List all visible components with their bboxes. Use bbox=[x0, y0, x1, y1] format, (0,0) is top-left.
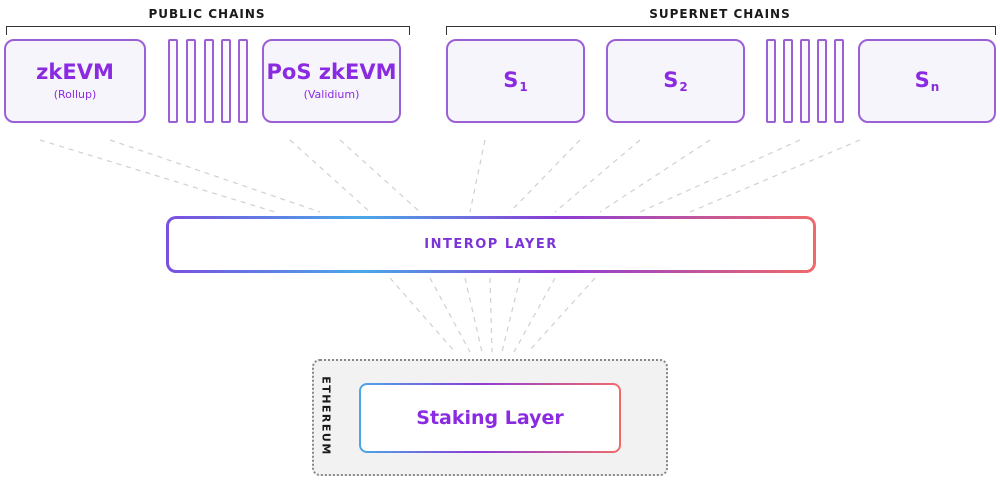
interop-layer-label: INTEROP LAYER bbox=[424, 237, 558, 252]
staking-layer-label: Staking Layer bbox=[416, 407, 564, 429]
connector-line bbox=[599, 139, 711, 213]
chain-bar bbox=[186, 39, 196, 123]
supernet-s2-box: S2 bbox=[606, 39, 745, 123]
supernet-chains-bracket bbox=[446, 26, 996, 35]
supernet-chains-title: SUPERNET CHAINS bbox=[649, 7, 791, 21]
chain-subtitle: (Rollup) bbox=[53, 87, 97, 101]
chain-bar bbox=[817, 39, 827, 123]
ethereum-label: ETHEREUM bbox=[319, 376, 333, 456]
connector-line bbox=[469, 139, 486, 213]
chain-bar bbox=[834, 39, 844, 123]
supernet-sn-box: Sn bbox=[858, 39, 996, 123]
chain-bar bbox=[783, 39, 793, 123]
staking-layer-box: Staking Layer bbox=[359, 383, 621, 453]
chain-bar bbox=[168, 39, 178, 123]
connector-line bbox=[339, 139, 421, 213]
connector-line bbox=[489, 277, 493, 353]
connector-line bbox=[501, 277, 521, 353]
connector-line bbox=[429, 277, 471, 353]
chain-bar bbox=[800, 39, 810, 123]
connector-line bbox=[289, 139, 371, 213]
supernet-s1-box: S1 bbox=[446, 39, 585, 123]
connector-line bbox=[554, 139, 641, 213]
public-chains-bracket bbox=[6, 26, 410, 35]
public-chains-title: PUBLIC CHAINS bbox=[148, 7, 266, 21]
chain-bar bbox=[204, 39, 214, 123]
chain-bar bbox=[238, 39, 248, 123]
connector-line bbox=[109, 139, 321, 213]
chain-bar bbox=[766, 39, 776, 123]
chain-title: S2 bbox=[663, 68, 688, 94]
zkevm-chain-box: zkEVM (Rollup) bbox=[4, 39, 146, 123]
interop-layer-box: INTEROP LAYER bbox=[166, 216, 816, 273]
connector-line bbox=[464, 277, 483, 353]
chain-title: PoS zkEVM bbox=[266, 60, 397, 85]
connector-line bbox=[689, 139, 861, 213]
chain-title: zkEVM bbox=[36, 60, 114, 85]
chain-title: Sn bbox=[914, 68, 940, 94]
pos-zkevm-chain-box: PoS zkEVM (Validium) bbox=[262, 39, 401, 123]
connector-line bbox=[509, 139, 581, 213]
connector-line bbox=[389, 277, 456, 353]
connector-line bbox=[513, 277, 556, 353]
chain-title: S1 bbox=[503, 68, 528, 94]
connector-line bbox=[527, 277, 596, 353]
chain-bar bbox=[221, 39, 231, 123]
chain-subtitle: (Validium) bbox=[303, 87, 360, 101]
connector-line bbox=[39, 139, 276, 213]
